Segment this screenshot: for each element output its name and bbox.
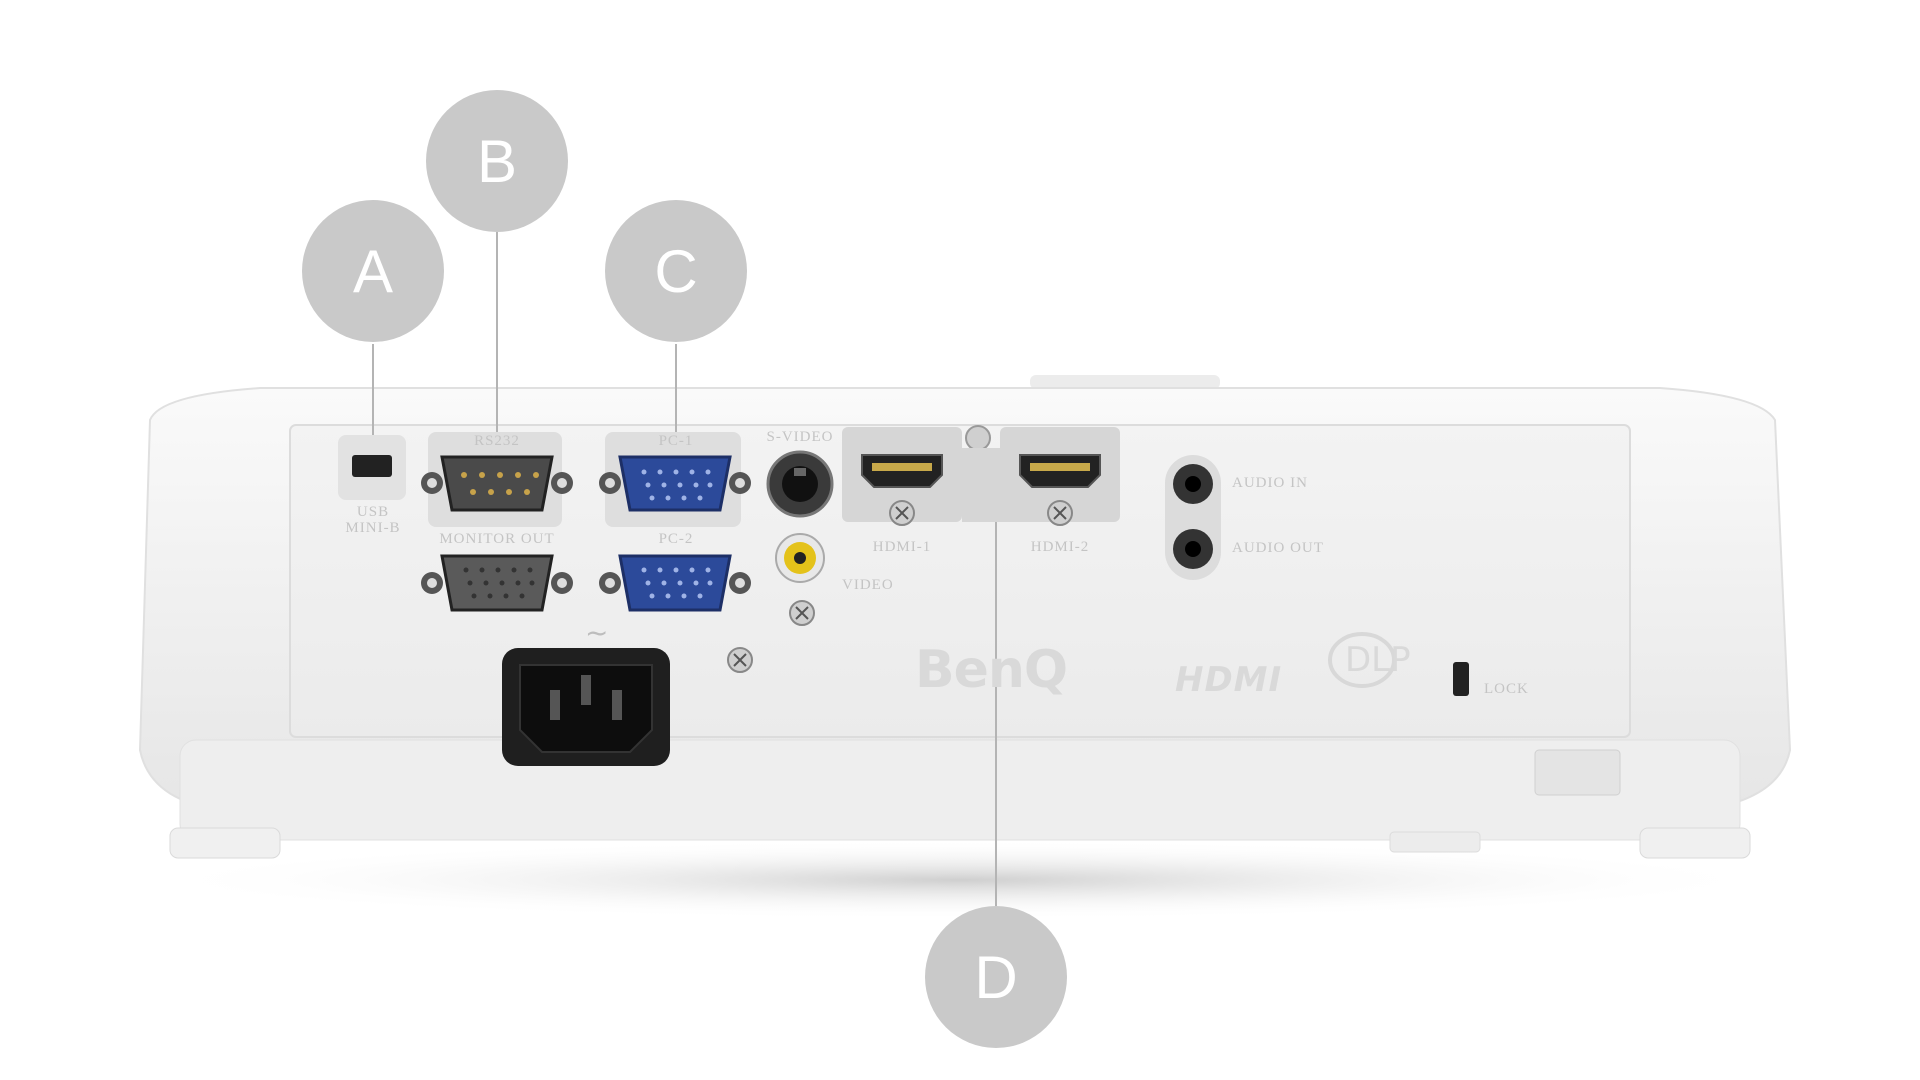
lock-label: LOCK: [1484, 681, 1529, 697]
svideo-port: [766, 450, 834, 518]
pc2-label: PC-2: [658, 531, 694, 547]
hdmi1-label: HDMI-1: [872, 539, 932, 555]
monitor-out-port: [421, 554, 573, 612]
hdmi-logo: HDMI: [1175, 660, 1283, 700]
usb-mini-b-port: [352, 455, 392, 477]
right-foot: [1639, 827, 1751, 859]
top-ridge: [1030, 375, 1220, 389]
rs232-label: RS232: [474, 433, 520, 449]
callout-a-letter: A: [352, 237, 394, 305]
pc1-label: PC-1: [658, 433, 694, 449]
vent: [1534, 749, 1621, 796]
audio-in-label: AUDIO IN: [1232, 475, 1308, 491]
ac-power-inlet: [502, 648, 670, 766]
audio-out-label: AUDIO OUT: [1232, 540, 1324, 556]
callout-b-letter: B: [476, 127, 518, 195]
kensington-lock-slot: [1453, 662, 1469, 696]
left-foot: [169, 827, 281, 859]
callout-d-letter: D: [974, 943, 1018, 1011]
pc1-vga-port: [599, 455, 751, 512]
composite-video-port: [775, 533, 825, 583]
projector-base: [179, 739, 1741, 841]
svideo-label: S-VIDEO: [766, 429, 834, 445]
hdmi1-port: [861, 454, 943, 526]
hdmi2-port: [1019, 454, 1101, 526]
pc2-vga-port: [599, 554, 751, 612]
callout-b: B: [426, 90, 568, 232]
callout-c-letter: C: [654, 237, 698, 305]
usb-label: USB MINI-B: [345, 504, 401, 536]
ac-symbol: ~: [585, 616, 608, 649]
dlp-ring: [1328, 632, 1396, 688]
hdmi-bridge: [962, 448, 1006, 522]
audio-out-port: [1173, 529, 1213, 569]
rs232-port: [421, 455, 573, 512]
floor-shadow: [140, 840, 1780, 920]
panel-screws: [727, 425, 991, 673]
center-foot: [1389, 831, 1481, 853]
callout-c: C: [605, 200, 747, 342]
callout-a: A: [302, 200, 444, 342]
monitor-out-label: MONITOR OUT: [439, 531, 555, 547]
benq-logo: BenQ: [915, 640, 1068, 700]
audio-in-port: [1173, 464, 1213, 504]
video-label: VIDEO: [842, 577, 894, 593]
dlp-logo: DLP: [1345, 640, 1411, 680]
callout-d: D: [925, 906, 1067, 1048]
hdmi2-label: HDMI-2: [1030, 539, 1090, 555]
